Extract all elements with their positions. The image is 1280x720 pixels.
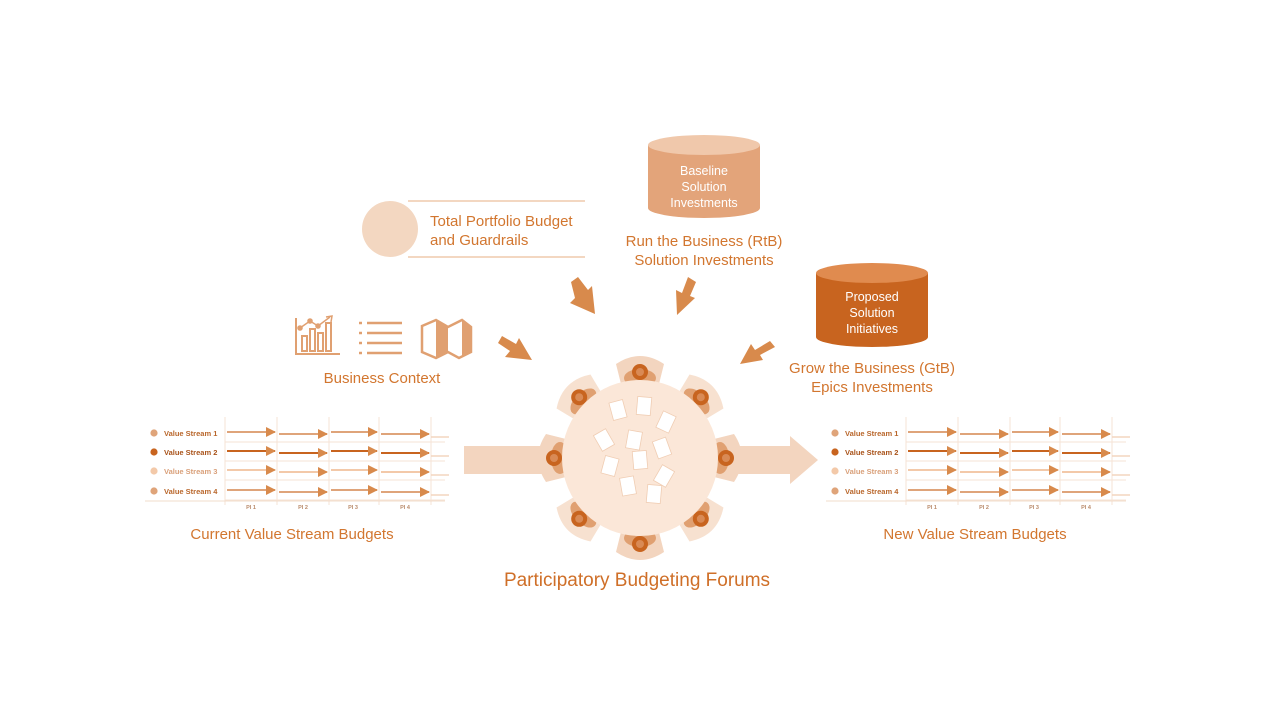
value-stream-dot xyxy=(150,487,158,495)
value-stream-label: Value Stream 4 xyxy=(845,487,899,496)
document-icon xyxy=(635,395,653,417)
value-stream-dot xyxy=(831,467,839,475)
person-icon xyxy=(674,374,724,424)
person-icon xyxy=(538,434,572,482)
baseline-line-3: Investments xyxy=(670,196,737,210)
document-icon xyxy=(651,436,673,460)
value-stream-dot xyxy=(831,487,839,495)
map-icon xyxy=(420,318,473,360)
document-icon xyxy=(655,410,677,434)
proposed-line-1: Proposed xyxy=(845,290,899,304)
proposed-line-3: Initiatives xyxy=(846,322,898,336)
portfolio-budget-node: Total Portfolio Budget and Guardrails xyxy=(362,200,585,258)
proposed-line-2: Solution xyxy=(849,306,894,320)
pi-label: PI 3 xyxy=(1029,505,1039,511)
document-icon xyxy=(592,428,616,452)
bar-chart-icon xyxy=(295,315,340,355)
document-icon xyxy=(652,464,676,488)
proposed-solution-initiatives-cylinder: Proposed Solution Initiatives xyxy=(816,263,928,347)
value-stream-label: Value Stream 2 xyxy=(845,448,898,457)
pi-label: PI 2 xyxy=(979,505,989,511)
arrow-from-gtb xyxy=(740,341,775,364)
pi-label: PI 2 xyxy=(298,505,308,511)
value-stream-dot xyxy=(831,448,839,456)
arrow-from-portfolio xyxy=(570,277,595,314)
value-stream-dot xyxy=(150,467,158,475)
pi-label: PI 1 xyxy=(927,505,937,511)
value-stream-dot xyxy=(150,429,158,437)
gtb-label-line-1: Grow the Business (GtB) xyxy=(789,360,955,377)
flow-arrow-right xyxy=(720,436,818,484)
pi-label: PI 4 xyxy=(400,505,411,511)
person-icon xyxy=(556,374,606,424)
document-icon xyxy=(600,455,620,477)
rtb-label-line-1: Run the Business (RtB) xyxy=(626,233,783,250)
business-context-label: Business Context xyxy=(324,370,442,387)
arrow-from-rtb xyxy=(676,277,696,315)
document-icon xyxy=(645,483,663,505)
table-documents xyxy=(592,395,677,505)
portfolio-circle-icon xyxy=(362,201,418,257)
value-stream-dot xyxy=(831,429,839,437)
pi-label: PI 1 xyxy=(246,505,256,511)
new-value-stream-budgets-chart: Value Stream 1 Value Stream 2 Value Stream… xyxy=(826,417,1130,511)
value-stream-label: Value Stream 1 xyxy=(164,429,217,438)
baseline-solution-investments-cylinder: Baseline Solution Investments xyxy=(648,135,760,218)
baseline-line-2: Solution xyxy=(681,180,726,194)
pi-label: PI 3 xyxy=(348,505,358,511)
baseline-line-1: Baseline xyxy=(680,164,728,178)
value-stream-label: Value Stream 2 xyxy=(164,448,217,457)
list-icon xyxy=(359,321,402,355)
document-icon xyxy=(631,449,649,471)
document-icon xyxy=(619,475,637,497)
value-stream-label: Value Stream 3 xyxy=(164,467,217,476)
portfolio-label-line-1: Total Portfolio Budget xyxy=(430,213,573,230)
gtb-label-line-2: Epics Investments xyxy=(811,379,933,396)
arrow-from-business-context xyxy=(498,336,532,360)
value-stream-label: Value Stream 3 xyxy=(845,467,898,476)
current-budgets-label: Current Value Stream Budgets xyxy=(190,526,393,543)
value-stream-dot xyxy=(150,448,158,456)
new-budgets-label: New Value Stream Budgets xyxy=(883,526,1066,543)
document-icon xyxy=(608,399,628,421)
forum-label: Participatory Budgeting Forums xyxy=(504,570,770,591)
current-value-stream-budgets-chart: Value Stream 1 Value Stream 2 Value Stream… xyxy=(145,417,449,511)
rtb-label-line-2: Solution Investments xyxy=(634,252,773,269)
budgeting-forum-table xyxy=(538,356,742,560)
inflow-arrows xyxy=(498,277,775,364)
value-stream-label: Value Stream 4 xyxy=(164,487,218,496)
value-stream-label: Value Stream 1 xyxy=(845,429,898,438)
portfolio-label-line-2: and Guardrails xyxy=(430,232,528,249)
pi-label: PI 4 xyxy=(1081,505,1092,511)
document-icon xyxy=(625,429,643,451)
